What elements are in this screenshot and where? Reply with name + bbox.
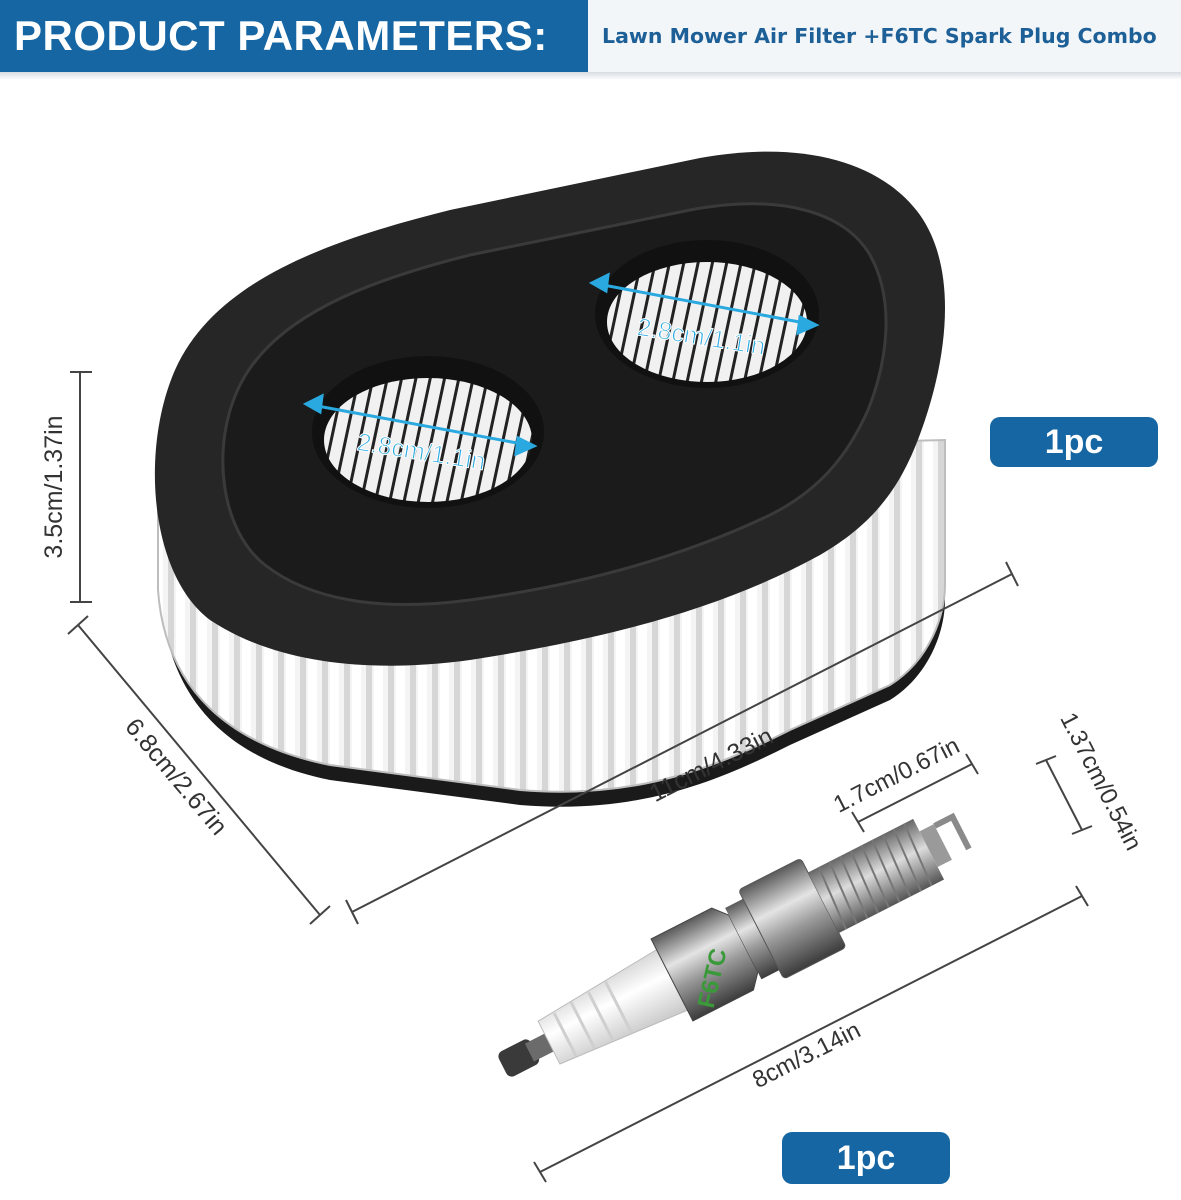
product-subtitle: Lawn Mower Air Filter +F6TC Spark Plug C… — [588, 0, 1181, 72]
spark-plug-quantity-badge: 1pc — [782, 1132, 950, 1184]
length-dimension-line — [345, 561, 1019, 925]
spark-plug-image — [498, 812, 972, 1077]
thread-diameter-dimension-line — [1035, 755, 1093, 835]
height-dimension-line — [70, 371, 92, 603]
width-dimension-line — [67, 615, 331, 925]
overall-length-dimension-line — [533, 885, 1089, 1183]
header-banner: PRODUCT PARAMETERS: Lawn Mower Air Filte… — [0, 0, 1181, 72]
hole-dimension-arrows — [302, 272, 820, 457]
overall-length-label: 8cm/3.14in — [748, 1017, 865, 1094]
header-shadow — [0, 72, 1181, 80]
page-title: PRODUCT PARAMETERS: — [0, 0, 588, 72]
height-dimension-label: 3.5cm/1.37in — [40, 415, 68, 558]
filter-quantity-badge: 1pc — [990, 417, 1158, 467]
thread-length-label: 1.7cm/0.67in — [829, 732, 964, 818]
width-dimension-label: 6.8cm/2.67in — [119, 713, 232, 841]
thread-length-dimension-line — [851, 753, 979, 833]
air-filter-image — [154, 151, 946, 807]
thread-diameter-label: 1.37cm/0.54in — [1054, 708, 1147, 855]
